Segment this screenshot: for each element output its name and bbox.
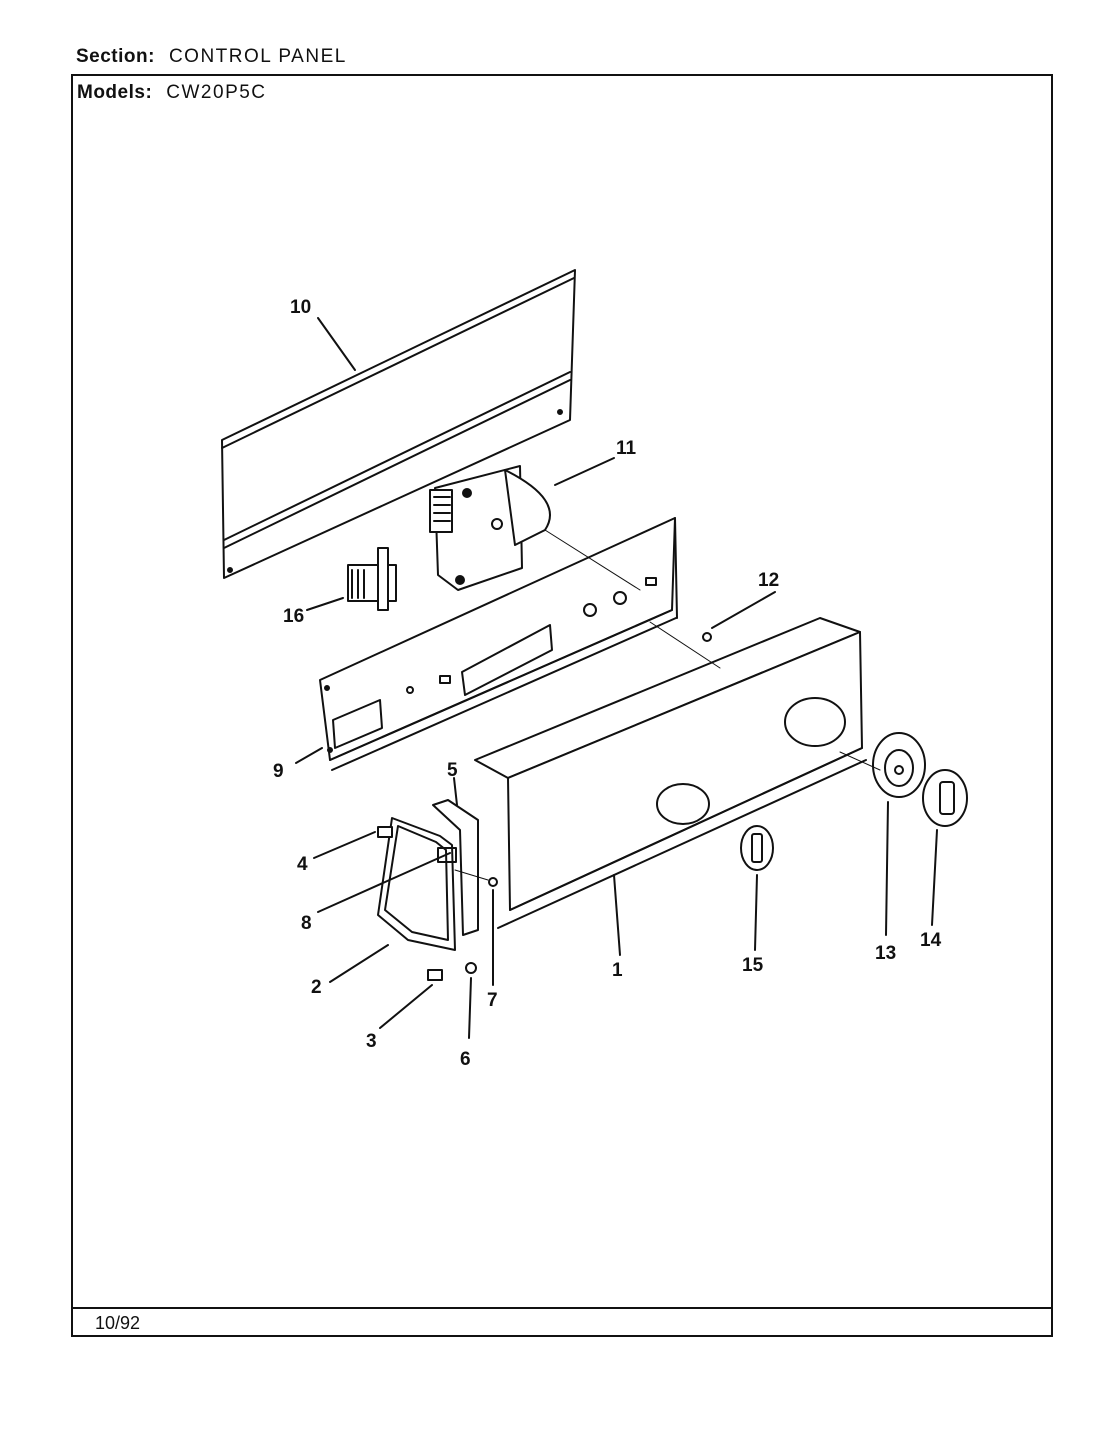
callout-10: 10: [290, 297, 311, 318]
models-label: Models:: [77, 82, 153, 103]
callout-14: 14: [920, 930, 942, 951]
part-14-knob: [922, 769, 968, 827]
part-13-dial: [872, 732, 926, 798]
callout-5: 5: [447, 760, 458, 781]
part-3-clip: [427, 969, 443, 981]
models-heading: Models: CW20P5C: [77, 82, 267, 104]
callout-12: 12: [758, 570, 779, 591]
callout-13: 13: [875, 943, 896, 964]
part-12-screw: [702, 632, 712, 642]
callout-2: 2: [311, 977, 322, 998]
callout-3: 3: [366, 1031, 377, 1052]
callout-numbers: 1 2 3 4 5 6 7 8 9 10 11 12 13 14 15 16: [273, 297, 942, 1070]
part-4-clip: [377, 826, 393, 838]
diagram-frame: Models: CW20P5C 10/92: [71, 74, 1053, 1337]
callout-11: 11: [616, 438, 637, 459]
part-11-timer: [429, 465, 551, 591]
part-16-switch: [347, 547, 397, 611]
section-label: Section:: [76, 46, 155, 67]
assembly-lines: [454, 529, 881, 881]
part-2-dispenser-lid: [377, 817, 457, 951]
part-5-bracket: [432, 799, 479, 936]
callout-9: 9: [273, 761, 284, 782]
part-1-control-panel: [474, 617, 867, 929]
leader-lines: [295, 317, 938, 1039]
callout-16: 16: [283, 606, 304, 627]
models-value: CW20P5C: [166, 82, 267, 103]
callout-8: 8: [301, 913, 312, 934]
callout-6: 6: [460, 1049, 471, 1070]
callout-1: 1: [612, 960, 623, 981]
section-heading: Section: CONTROL PANEL: [76, 46, 347, 68]
callout-15: 15: [742, 955, 764, 976]
part-9-console-panel: [319, 517, 678, 771]
part-6-screw: [465, 962, 477, 974]
section-value: CONTROL PANEL: [168, 46, 347, 67]
footer-date: 10/92: [95, 1313, 141, 1333]
callout-4: 4: [297, 854, 308, 875]
footer-divider: [73, 1307, 1051, 1309]
part-15-knob: [740, 825, 774, 871]
part-10-top-cover: [221, 269, 576, 579]
part-7-screw: [488, 877, 498, 887]
callout-7: 7: [487, 990, 498, 1011]
